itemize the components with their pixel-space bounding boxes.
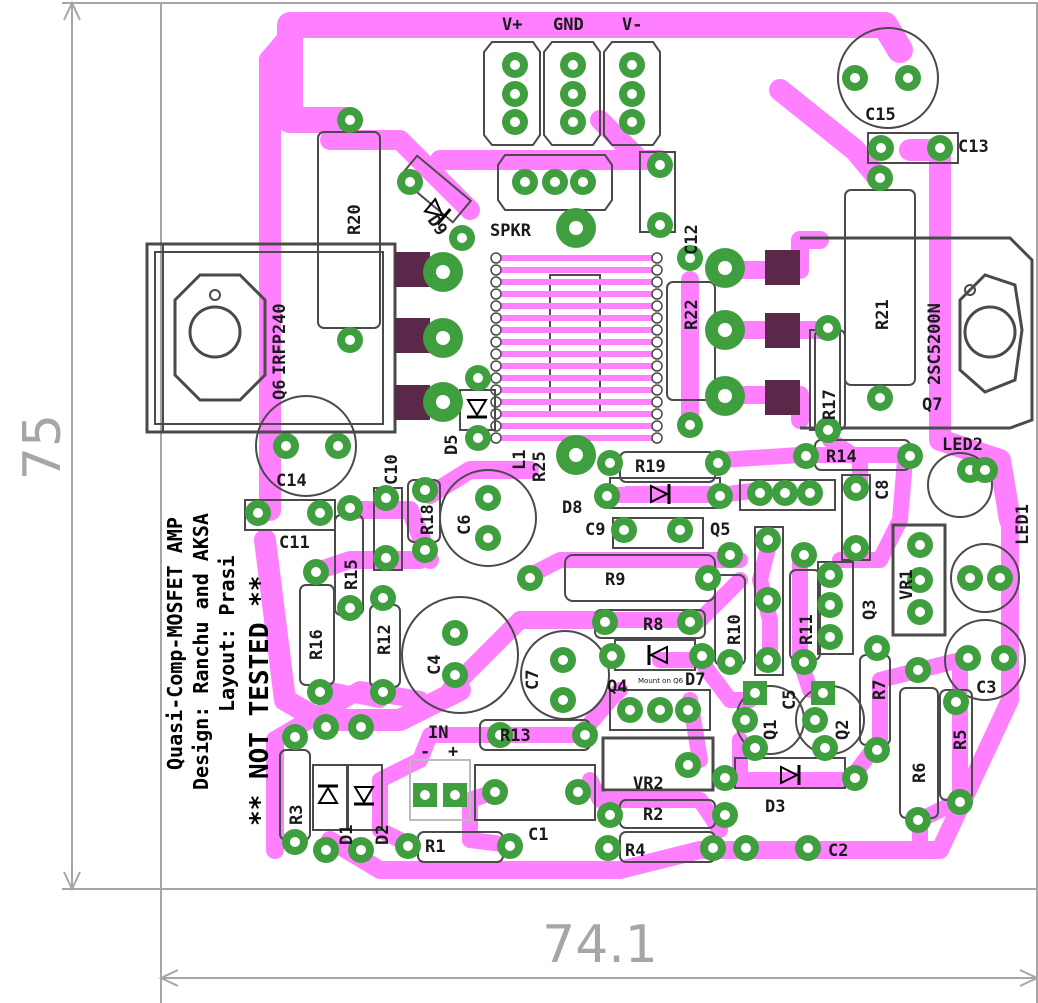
dimension-height: 75 bbox=[13, 414, 73, 480]
label-r12: R12 bbox=[375, 624, 395, 655]
label-r4: R4 bbox=[625, 841, 645, 861]
label-r20: R20 bbox=[345, 204, 365, 235]
not-tested-warning: ** NOT TESTED ** bbox=[245, 576, 275, 826]
component-labels: V+ GND V- SPKR C15 C13 C12 R20 D9 IRFP24… bbox=[270, 15, 1033, 861]
diode-symbols bbox=[317, 197, 801, 806]
dimension-width: 74.1 bbox=[542, 915, 658, 975]
label-r1: R1 bbox=[425, 837, 445, 857]
inductor-l1 bbox=[490, 252, 663, 444]
q7-transistor bbox=[765, 236, 1034, 431]
label-c5: C5 bbox=[780, 690, 800, 710]
label-c3: C3 bbox=[976, 678, 996, 698]
label-c14: C14 bbox=[276, 471, 307, 491]
label-q7-part: 2SC5200N bbox=[925, 303, 945, 385]
label-c7: C7 bbox=[523, 670, 543, 690]
label-r21: R21 bbox=[873, 299, 893, 330]
label-r25: R25 bbox=[530, 451, 550, 482]
label-in-plus: + bbox=[448, 742, 458, 762]
label-r22: R22 bbox=[682, 299, 702, 330]
label-q5: Q5 bbox=[710, 520, 730, 540]
label-c9: C9 bbox=[585, 520, 605, 540]
label-r5: R5 bbox=[951, 730, 971, 750]
label-c1: C1 bbox=[528, 825, 548, 845]
power-connectors bbox=[483, 41, 661, 211]
dimension-lines bbox=[62, 0, 1038, 1003]
title-line3: Layout: Prasi bbox=[215, 555, 239, 712]
label-mount-note: Mount on Q6 bbox=[638, 677, 684, 685]
label-r11: R11 bbox=[797, 614, 817, 645]
label-vr1: VR1 bbox=[897, 569, 917, 600]
label-r17: R17 bbox=[820, 389, 840, 420]
label-c2: C2 bbox=[828, 841, 848, 861]
label-d2: D2 bbox=[373, 825, 393, 845]
label-r3: R3 bbox=[287, 805, 307, 825]
label-r7: R7 bbox=[870, 680, 890, 700]
label-gnd: GND bbox=[553, 15, 584, 35]
label-r19: R19 bbox=[635, 457, 666, 477]
label-vminus: V- bbox=[622, 15, 642, 35]
label-c4: C4 bbox=[425, 655, 445, 675]
label-spkr: SPKR bbox=[490, 221, 532, 241]
label-r6: R6 bbox=[910, 763, 930, 783]
label-r16: R16 bbox=[307, 629, 327, 660]
label-led1: LED1 bbox=[1013, 504, 1033, 545]
label-c8: C8 bbox=[873, 480, 893, 500]
title-block: Quasi-Comp-MOSFET AMP Design: Ranchu and… bbox=[163, 513, 275, 826]
label-r18: R18 bbox=[418, 504, 438, 535]
label-r13: R13 bbox=[500, 726, 531, 746]
label-d3: D3 bbox=[765, 797, 785, 817]
label-vr2: VR2 bbox=[633, 774, 664, 794]
label-in-minus: - bbox=[420, 742, 430, 762]
label-q3: Q3 bbox=[860, 600, 880, 620]
label-c10: C10 bbox=[382, 454, 402, 485]
label-c6: C6 bbox=[455, 515, 475, 535]
label-d8: D8 bbox=[562, 498, 582, 518]
label-led2: LED2 bbox=[942, 435, 983, 455]
label-d7: D7 bbox=[685, 670, 705, 690]
label-d1: D1 bbox=[337, 825, 357, 845]
label-r15: R15 bbox=[342, 559, 362, 590]
label-q1: Q1 bbox=[761, 720, 781, 740]
label-in: IN bbox=[428, 723, 448, 743]
title-line1: Quasi-Comp-MOSFET AMP bbox=[163, 517, 187, 770]
label-r8: R8 bbox=[643, 615, 663, 635]
label-c12: C12 bbox=[682, 224, 702, 255]
label-q2: Q2 bbox=[833, 720, 853, 740]
label-r2: R2 bbox=[643, 805, 663, 825]
label-c15: C15 bbox=[865, 105, 896, 125]
label-c13: C13 bbox=[958, 137, 989, 157]
label-r14: R14 bbox=[826, 447, 857, 467]
label-q6: Q6 bbox=[270, 380, 290, 400]
label-d5: D5 bbox=[442, 435, 462, 455]
label-l1: L1 bbox=[510, 450, 530, 470]
label-q7: Q7 bbox=[922, 395, 942, 415]
label-q6-part: IRFP240 bbox=[270, 303, 290, 375]
label-c11: C11 bbox=[279, 533, 310, 553]
label-q4: Q4 bbox=[607, 677, 627, 697]
label-vplus: V+ bbox=[502, 15, 522, 35]
label-r9: R9 bbox=[605, 570, 625, 590]
title-line2: Design: Ranchu and AKSA bbox=[189, 513, 213, 790]
label-r10: R10 bbox=[725, 614, 745, 645]
